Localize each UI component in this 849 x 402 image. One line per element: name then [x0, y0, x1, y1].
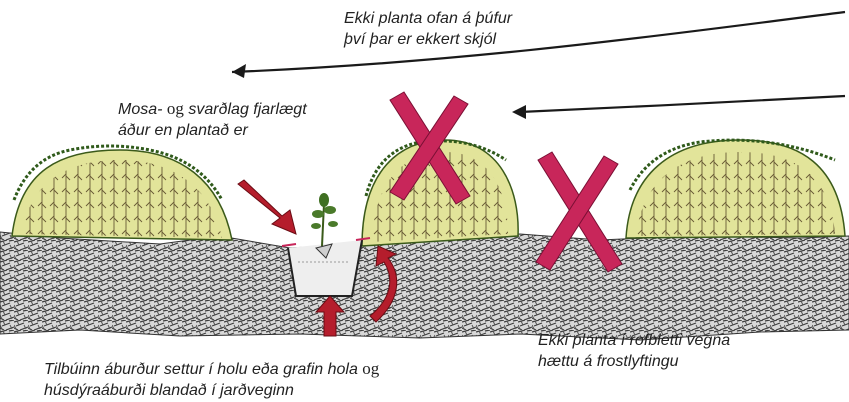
label-moss: Mosa- og svarðlag fjarlægt áður en plant… — [118, 98, 307, 141]
label-fertilizer-og: og — [362, 359, 379, 378]
label-moss-og: og — [167, 99, 184, 118]
wind-arrow-bottom — [520, 96, 845, 112]
label-no-mound-line1: Ekki planta ofan á þúfur — [344, 8, 512, 29]
label-fertilizer-line2: húsdýraáburði blandað í jarðveginn — [44, 380, 379, 401]
arrow-moss — [238, 180, 296, 234]
label-no-frost: Ekki planta í rofbletti vegna hættu á fr… — [538, 330, 730, 372]
wind-arrow-top — [232, 12, 845, 72]
label-moss-line2: áður en plantað er — [118, 120, 307, 141]
label-no-frost-line1: Ekki planta í rofbletti vegna — [538, 330, 730, 351]
label-moss-prefix: Mosa- — [118, 101, 162, 118]
label-no-mound-line2: því þar er ekkert skjól — [344, 29, 512, 50]
label-fertilizer: Tilbúinn áburður settur í holu eða grafi… — [44, 358, 379, 401]
label-moss-suffix: svarðlag fjarlægt — [188, 101, 306, 118]
label-fertilizer-line1: Tilbúinn áburður settur í holu eða grafi… — [44, 361, 358, 378]
label-no-mound: Ekki planta ofan á þúfur því þar er ekke… — [344, 8, 512, 50]
label-no-frost-line2: hættu á frostlyftingu — [538, 351, 730, 372]
soil-layer — [0, 232, 849, 340]
